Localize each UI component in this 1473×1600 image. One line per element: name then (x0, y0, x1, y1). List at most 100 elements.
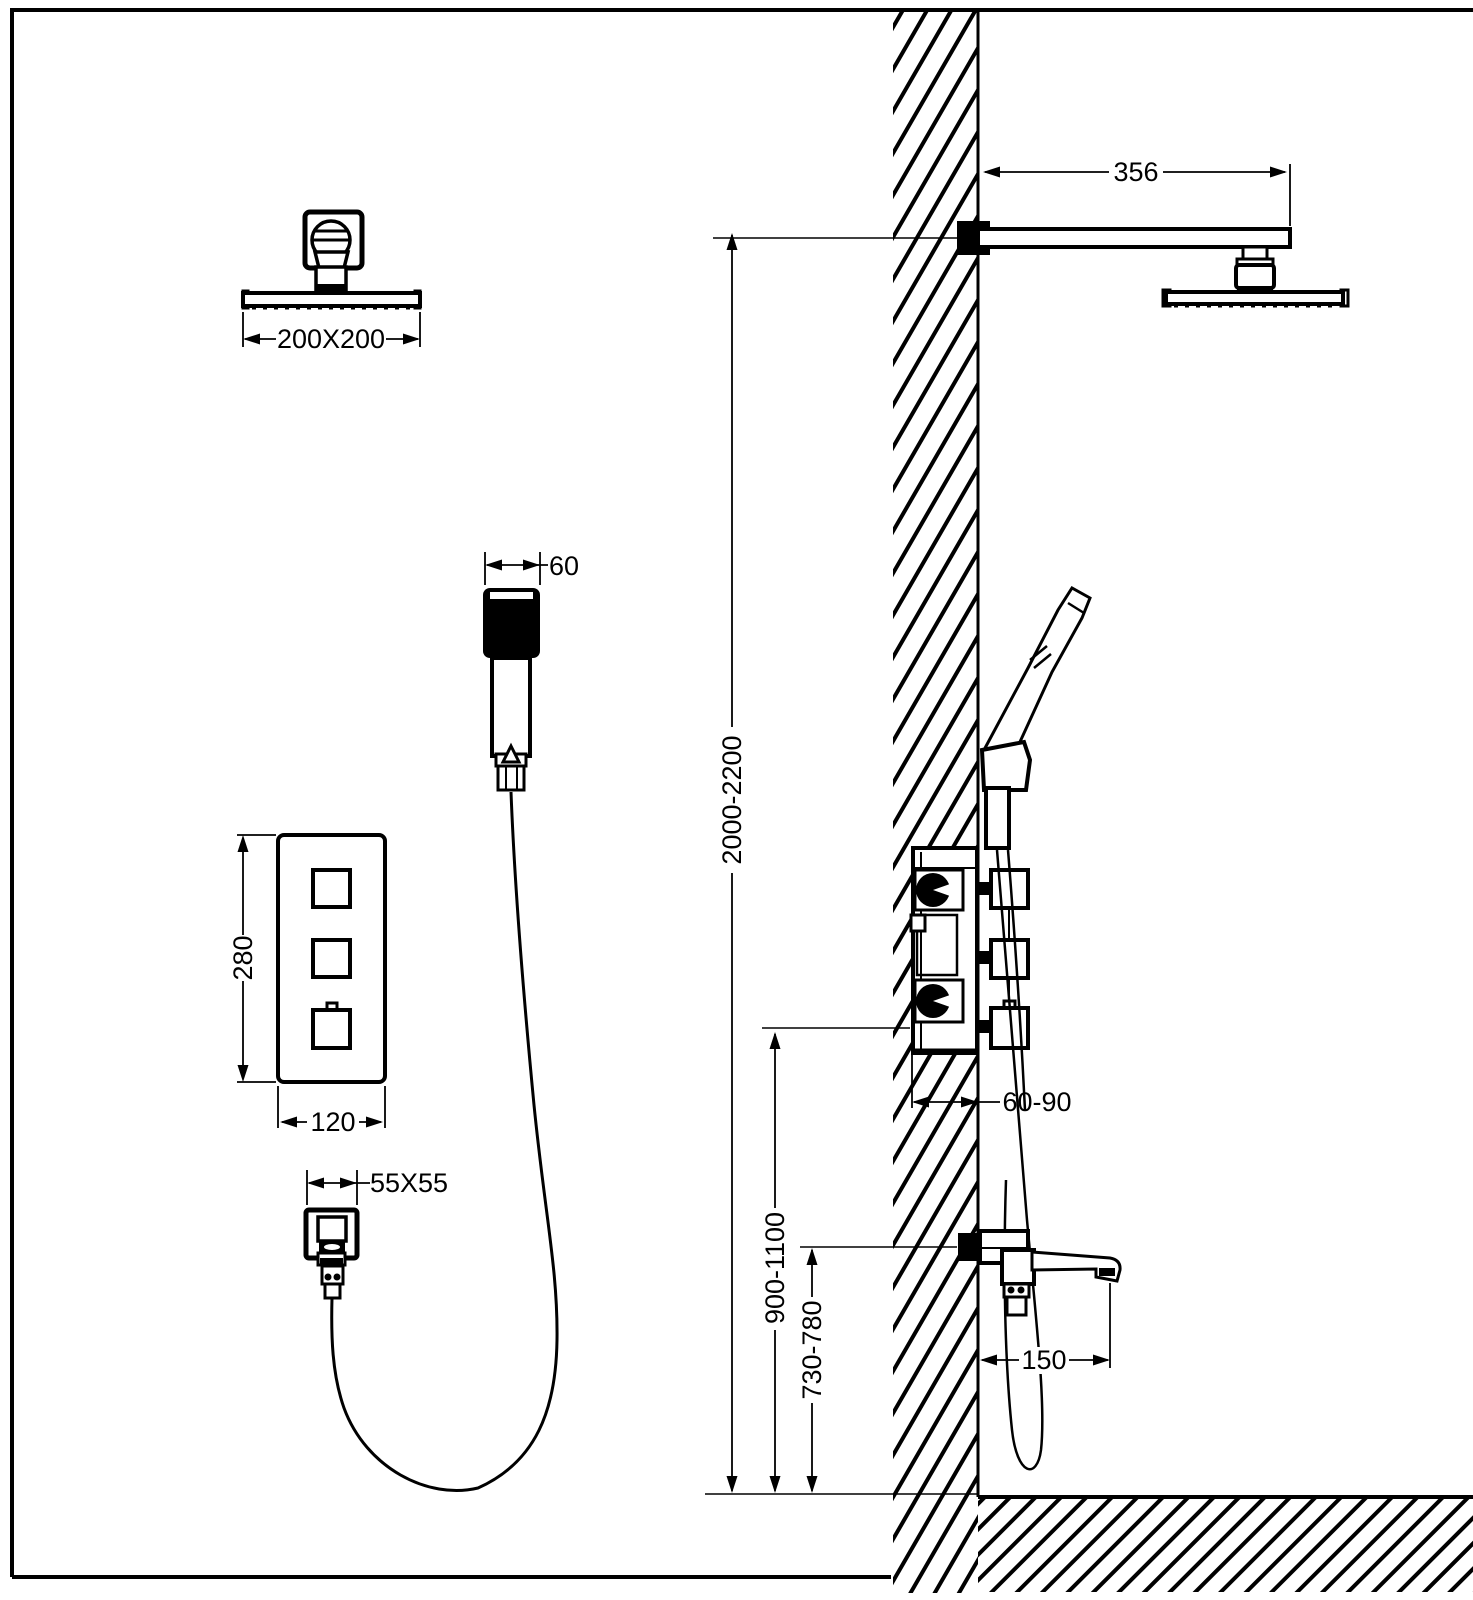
arrow-left (243, 333, 260, 345)
side-view-shower-arm (713, 221, 1292, 255)
valve-stop (909, 913, 927, 933)
dim-730-780: 730-780 (797, 1246, 957, 1493)
side-view-hand-shower (979, 586, 1092, 850)
spout-body (1000, 1248, 1036, 1286)
front-view-control-panel (276, 833, 387, 1084)
hand-shower-head (483, 588, 540, 658)
dim-label-arm-length: 356 (1113, 157, 1158, 187)
knob-stem (977, 951, 991, 964)
dim-label-overhead-shower: 200X200 (277, 324, 385, 354)
label-halo (718, 727, 746, 873)
arrow-left (912, 1096, 929, 1108)
outlet-band (320, 1258, 343, 1266)
outlet-holder (316, 1215, 348, 1243)
dim-2000-2200: 2000-2200 (717, 233, 747, 1493)
outlet-highlight (324, 1244, 340, 1250)
arrow-right (340, 1177, 357, 1189)
arrow-left (307, 1177, 324, 1189)
shower-head-plate (241, 291, 422, 308)
valve-mid-block (915, 913, 959, 977)
knob-stem (977, 1020, 991, 1033)
hose-loop (995, 849, 1044, 1471)
dim-label-panel-height: 280 (228, 935, 258, 980)
dim-60-90: 60-90 (911, 1055, 1072, 1117)
arrow-up (806, 1248, 818, 1265)
arrow-down (769, 1476, 781, 1493)
arrow-right (366, 1116, 383, 1128)
spout-tube (1030, 1250, 1122, 1283)
dim-356: 356 (983, 157, 1291, 226)
head-top-band (490, 592, 533, 599)
outlet-dot (324, 1273, 332, 1281)
arrow-down (237, 1065, 249, 1082)
arrow-left (980, 1354, 997, 1366)
label-halo (798, 1297, 826, 1403)
arrow-up (237, 835, 249, 852)
panel-button (311, 1008, 352, 1050)
side-view-shower-head (1161, 245, 1350, 308)
front-view-wall-outlet (303, 1207, 360, 1300)
shower-arm (976, 227, 1292, 249)
arrow-left (280, 1116, 297, 1128)
front-view-overhead-shower (241, 209, 422, 310)
stem-band (317, 284, 345, 292)
panel-button (311, 868, 352, 909)
dim-280: 280 (228, 834, 276, 1083)
spout-outlet (1099, 1268, 1115, 1276)
label-halo (229, 935, 257, 981)
frame-border (10, 8, 1473, 1577)
head-body (1234, 263, 1276, 290)
arrow-up (726, 233, 738, 250)
dim-label-hand-shower: 60 (549, 551, 579, 581)
handle-joint-line (1029, 645, 1048, 661)
panel-button (311, 938, 352, 979)
arrow-right (1093, 1354, 1110, 1366)
head-band (1237, 286, 1273, 292)
wall-hatch (893, 10, 978, 1593)
spout-dot (1017, 1286, 1025, 1294)
dim-60: 60 (484, 551, 579, 585)
drawing-frame (10, 8, 1473, 1579)
spout-nut (1005, 1295, 1028, 1317)
hose-nut (496, 764, 526, 792)
dim-label-spout-height: 730-780 (797, 1300, 827, 1399)
dim-900-1100: 900-1100 (760, 1027, 910, 1493)
arrow-right (523, 559, 540, 571)
label-halo (761, 1208, 789, 1330)
arrow-left (983, 166, 1000, 178)
label-halo (1019, 1347, 1069, 1374)
arrow-right (961, 1096, 978, 1108)
dim-label-recess-depth: 60-90 (1002, 1087, 1071, 1117)
dim-label-overall-height: 2000-2200 (717, 735, 747, 864)
arrow-up (769, 1032, 781, 1049)
knob-highlight (933, 884, 950, 896)
dim-55x55: 55X55 (306, 1168, 448, 1205)
outlet-dot (333, 1273, 341, 1281)
label-halo (276, 326, 386, 353)
side-view-hose (995, 849, 1044, 1471)
handle-joint-line (1033, 653, 1052, 669)
hose-inner-edge (1006, 849, 1027, 1111)
handle-cap-line (1067, 601, 1085, 615)
spout-wall-flange (958, 1233, 980, 1261)
knob-highlight (933, 995, 950, 1007)
dim-label-spout-reach: 150 (1021, 1345, 1066, 1375)
arrow-down (806, 1476, 818, 1493)
dim-150: 150 (980, 1283, 1111, 1375)
head-plate (1164, 290, 1345, 306)
knob-stem (977, 882, 991, 895)
outlet-hose-nut (323, 1282, 342, 1300)
floor-hatch (978, 1499, 1473, 1592)
hand-shower-side (982, 586, 1092, 770)
label-halo (307, 1109, 359, 1136)
dim-200x200: 200X200 (242, 312, 421, 354)
valve-knob (989, 938, 1030, 980)
hand-shower-handle (490, 656, 532, 758)
arrow-left (485, 559, 502, 571)
shower-holder (979, 739, 1033, 792)
spout-dot (1007, 1286, 1015, 1294)
connector-cone (500, 742, 522, 764)
arrow-down (726, 1476, 738, 1493)
side-view-valve (909, 846, 1030, 1055)
